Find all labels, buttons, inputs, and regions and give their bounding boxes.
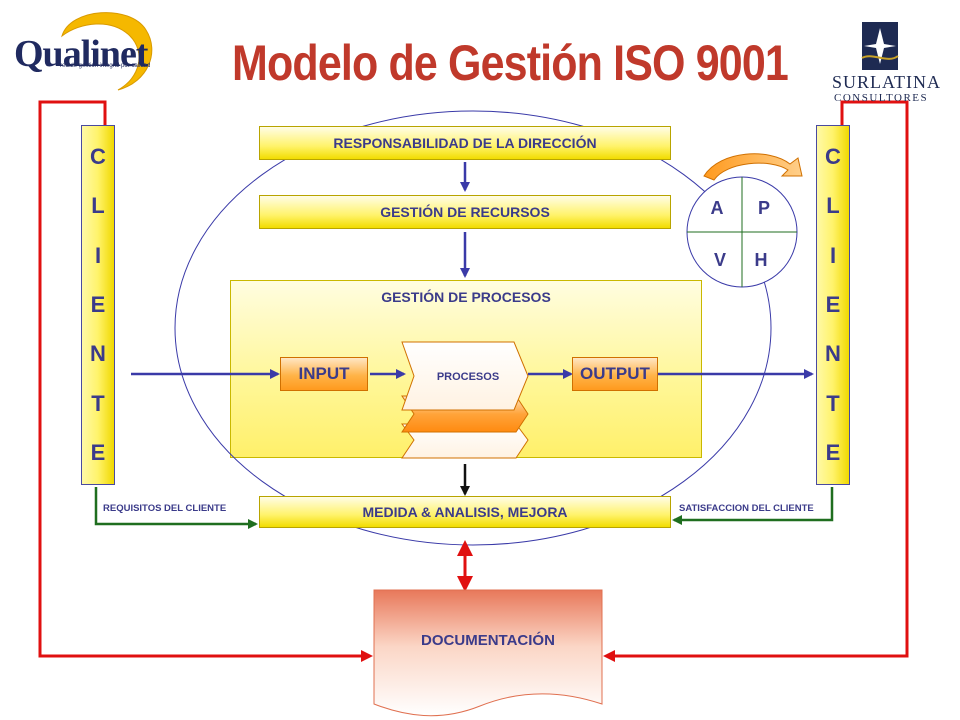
responsabilidad-box: RESPONSABILIDAD DE LA DIRECCIÓN — [259, 126, 671, 160]
pdca-letter-h: H — [754, 250, 768, 270]
documentacion-label: DOCUMENTACIÓN — [421, 632, 555, 649]
output-box: OUTPUT — [572, 357, 658, 391]
recursos-box: GESTIÓN DE RECURSOS — [259, 195, 671, 229]
client-letter: E — [825, 291, 841, 317]
input-box: INPUT — [280, 357, 368, 391]
satisfaccion-arrow — [672, 487, 834, 525]
requisitos-label: REQUISITOS DEL CLIENTE — [103, 503, 227, 514]
procesos-container-title: GESTIÓN DE PROCESOS — [381, 289, 551, 305]
qualinet-logo-swirl — [61, 12, 153, 91]
red-loop-left-line — [38, 100, 373, 662]
client-letter: T — [91, 390, 105, 416]
surlatina-star-icon — [864, 28, 896, 64]
medida-label: MEDIDA & ANALISIS, MEJORA — [362, 504, 568, 520]
medida-box: MEDIDA & ANALISIS, MEJORA — [259, 496, 671, 528]
client-letter: C — [90, 143, 106, 169]
client-letter: N — [825, 341, 841, 367]
client-letter: E — [825, 440, 841, 466]
management-ellipse — [174, 110, 772, 546]
client-letter: E — [90, 291, 106, 317]
pdca-letter-a: A — [710, 198, 724, 218]
client-letter: L — [826, 193, 840, 219]
client-letter: I — [94, 242, 102, 268]
responsabilidad-label: RESPONSABILIDAD DE LA DIRECCIÓN — [333, 135, 597, 151]
client-letter: E — [90, 440, 106, 466]
pdca-letter-v: V — [713, 250, 726, 270]
surlatina-logo-tagline: CONSULTORES — [834, 92, 929, 104]
pdca-cycle-arrow — [703, 153, 803, 181]
input-label: INPUT — [298, 364, 350, 383]
procesos-label: PROCESOS — [436, 371, 500, 383]
recursos-label: GESTIÓN DE RECURSOS — [380, 204, 550, 220]
client-letter: T — [826, 390, 840, 416]
satisfaccion-label: SATISFACCION DEL CLIENTE — [679, 503, 814, 514]
surlatina-logo-text: SURLATINA — [832, 72, 942, 92]
qualinet-logo-text: Qualinet — [14, 33, 148, 75]
client-letter: N — [90, 341, 106, 367]
double-arrow-head-down — [457, 576, 473, 592]
double-arrow-head-up — [457, 540, 473, 556]
client-letter: L — [91, 193, 105, 219]
client-letter: I — [829, 242, 837, 268]
red-loop-right-line — [603, 100, 909, 662]
output-label: OUTPUT — [580, 364, 650, 383]
surlatina-emblem-wave — [861, 55, 899, 60]
qualinet-logo-tagline: red de gestión integral por calidad — [60, 63, 151, 69]
page-title: Modelo de Gestión ISO 9001 — [232, 35, 789, 91]
pdca-letter-p: P — [757, 198, 770, 218]
requisitos-arrow — [94, 487, 258, 529]
procesos-shape-front — [401, 341, 529, 411]
client-letter: C — [825, 143, 841, 169]
documentacion-shape — [373, 589, 603, 717]
